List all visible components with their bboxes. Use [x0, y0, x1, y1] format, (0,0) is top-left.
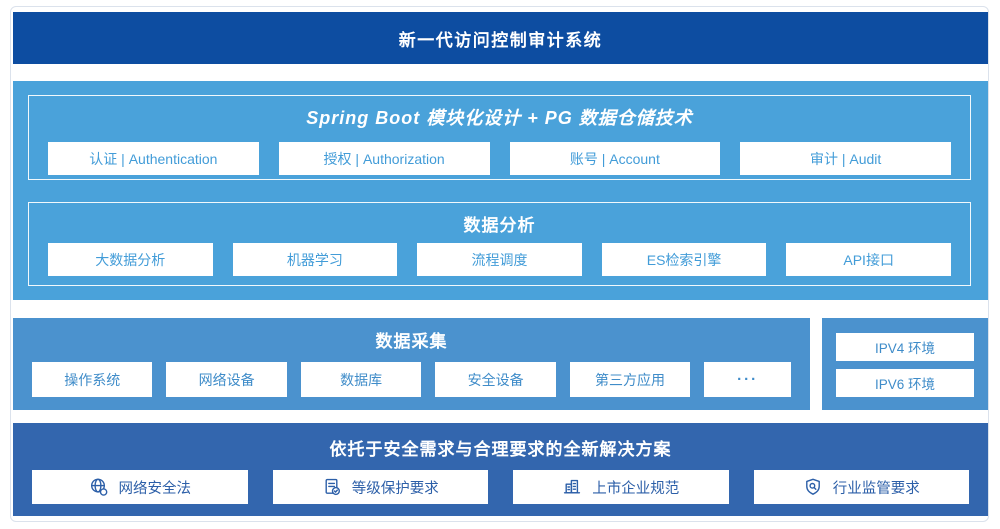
shield-search-icon: [805, 478, 820, 495]
data-analysis-modules-row: 大数据分析 机器学习 流程调度 ES检索引擎 API接口: [29, 243, 970, 276]
data-analysis-layer-title: 数据分析: [463, 216, 536, 235]
solution-item-label: 行业监管要求: [832, 480, 920, 497]
module-bigdata-analysis: 大数据分析: [48, 243, 213, 276]
module-authentication: 认证 | Authentication: [48, 142, 259, 175]
source-operating-system: 操作系统: [32, 362, 153, 397]
env-ipv6: IPV6 环境: [836, 369, 974, 397]
env-ipv4: IPV4 环境: [836, 333, 974, 361]
module-account: 账号 | Account: [509, 142, 721, 175]
solution-classified-protection: 等级保护要求: [272, 470, 488, 504]
module-es-search-engine: ES检索引擎: [601, 243, 767, 276]
page-title: 新一代访问控制审计系统: [398, 30, 603, 50]
solution-item-label: 等级保护要求: [351, 480, 439, 497]
solution-listed-company: 上市企业规范: [513, 470, 729, 504]
module-authorization: 授权 | Authorization: [278, 142, 490, 175]
platform-section: Spring Boot 模块化设计 + PG 数据仓储技术 认证 | Authe…: [13, 81, 988, 300]
spring-boot-modules-row: 认证 | Authentication 授权 | Authorization 账…: [29, 142, 970, 175]
solution-title: 依托于安全需求与合理要求的全新解决方案: [329, 440, 672, 459]
source-more-ellipsis: ···: [704, 362, 791, 397]
data-collection-section: 数据采集 操作系统 网络设备 数据库 安全设备 第三方应用 ···: [13, 318, 810, 410]
source-network-device: 网络设备: [166, 362, 287, 397]
document-check-icon: [325, 478, 340, 496]
solution-items-row: 网络安全法 等级保护要求: [13, 470, 988, 504]
module-audit: 审计 | Audit: [740, 142, 951, 175]
solution-item-label: 上市企业规范: [592, 480, 680, 497]
solution-item-label: 网络安全法: [118, 480, 192, 497]
solution-section: 依托于安全需求与合理要求的全新解决方案 网络安全法: [13, 423, 988, 516]
solution-cybersecurity-law: 网络安全法: [32, 470, 248, 504]
data-collection-sources-row: 操作系统 网络设备 数据库 安全设备 第三方应用 ···: [13, 362, 810, 397]
spring-boot-layer-title: Spring Boot 模块化设计 + PG 数据仓储技术: [306, 108, 693, 128]
globe-icon: [90, 478, 107, 496]
building-icon: [564, 479, 581, 494]
module-api-interface: API接口: [786, 243, 951, 276]
source-security-device: 安全设备: [435, 362, 556, 397]
data-analysis-layer: 数据分析 大数据分析 机器学习 流程调度 ES检索引擎 API接口: [28, 202, 971, 286]
ip-environment-panel: IPV4 环境 IPV6 环境: [822, 318, 988, 410]
data-collection-title: 数据采集: [375, 332, 448, 351]
source-database: 数据库: [300, 362, 422, 397]
solution-industry-regulation: 行业监管要求: [753, 470, 969, 504]
module-flow-scheduling: 流程调度: [417, 243, 582, 276]
spring-boot-layer: Spring Boot 模块化设计 + PG 数据仓储技术 认证 | Authe…: [28, 95, 971, 180]
source-third-party-app: 第三方应用: [569, 362, 691, 397]
module-machine-learning: 机器学习: [232, 243, 398, 276]
diagram-header: 新一代访问控制审计系统: [13, 12, 988, 64]
